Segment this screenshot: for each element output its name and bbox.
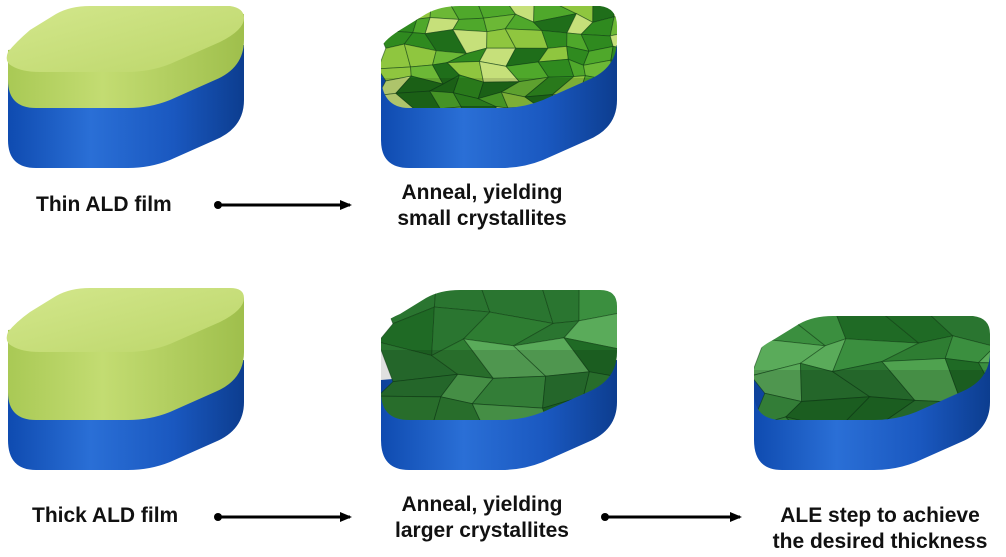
- block-thick-film: [6, 288, 244, 470]
- block-thin-film: [6, 6, 244, 168]
- block-small-crystallites: [381, 2, 672, 168]
- label-anneal-large-line1: Anneal, yielding: [401, 493, 563, 516]
- crystallite: [639, 107, 672, 128]
- label-anneal-large-line2: larger crystallites: [395, 519, 569, 542]
- block-large-crystallites: [381, 290, 693, 470]
- arrow-anneal-to-ale: [601, 512, 742, 522]
- crystallite: [836, 396, 917, 420]
- crystallite: [394, 90, 442, 108]
- film-top: [6, 288, 244, 352]
- crystallite: [647, 53, 672, 69]
- label-anneal-small: Anneal, yielding small crystallites: [372, 180, 592, 232]
- crystallite: [633, 344, 693, 386]
- crystallite: [643, 76, 672, 98]
- arrow-thick-to-anneal: [214, 512, 352, 522]
- crystallite: [613, 6, 617, 20]
- crystallite: [619, 398, 693, 442]
- crystallite: [647, 64, 672, 84]
- block-ale-thinned: [754, 316, 1006, 477]
- crystallite: [562, 337, 617, 380]
- crystallite: [609, 16, 617, 37]
- crystallite: [610, 59, 617, 85]
- crystallite: [381, 14, 418, 34]
- crystallite: [636, 2, 671, 19]
- crystallite: [613, 290, 617, 314]
- label-anneal-small-line2: small crystallites: [397, 207, 567, 230]
- arrow-thin-to-anneal: [214, 200, 352, 210]
- film-top: [6, 6, 244, 72]
- crystallite: [639, 126, 672, 143]
- crystallite: [381, 6, 418, 20]
- label-thin-film: Thin ALD film: [36, 193, 172, 216]
- label-anneal-large: Anneal, yielding larger crystallites: [372, 492, 592, 544]
- crystallite: [982, 447, 1006, 477]
- crystallite: [402, 6, 432, 20]
- crystallite: [925, 316, 990, 348]
- crystallite: [641, 15, 672, 30]
- label-ale-step: ALE step to achieve the desired thicknes…: [754, 503, 1006, 555]
- crystallite: [479, 106, 513, 108]
- crystallite: [641, 29, 672, 53]
- label-thick-film: Thick ALD film: [32, 504, 179, 527]
- crystallite: [610, 45, 617, 65]
- crystallite: [428, 396, 485, 420]
- crystallite: [578, 290, 617, 322]
- crystallite: [642, 307, 693, 353]
- crystallite: [977, 346, 990, 364]
- crystallite: [784, 396, 871, 420]
- small-crystallite-layer: [381, 2, 672, 143]
- crystallite: [591, 442, 649, 466]
- crystallite: [937, 445, 989, 477]
- crystallite: [609, 28, 617, 54]
- crystallite: [619, 379, 693, 410]
- crystallite: [381, 395, 442, 420]
- crystallite: [604, 128, 654, 142]
- label-ale-line1: ALE step to achieve: [780, 504, 980, 527]
- crystallite: [627, 433, 693, 466]
- crystallite: [432, 106, 466, 108]
- label-anneal-small-line1: Anneal, yielding: [401, 181, 563, 204]
- crystallite: [643, 95, 672, 115]
- label-ale-line2: the desired thickness: [772, 530, 988, 553]
- crystallite: [460, 106, 498, 108]
- crystallite: [471, 403, 554, 420]
